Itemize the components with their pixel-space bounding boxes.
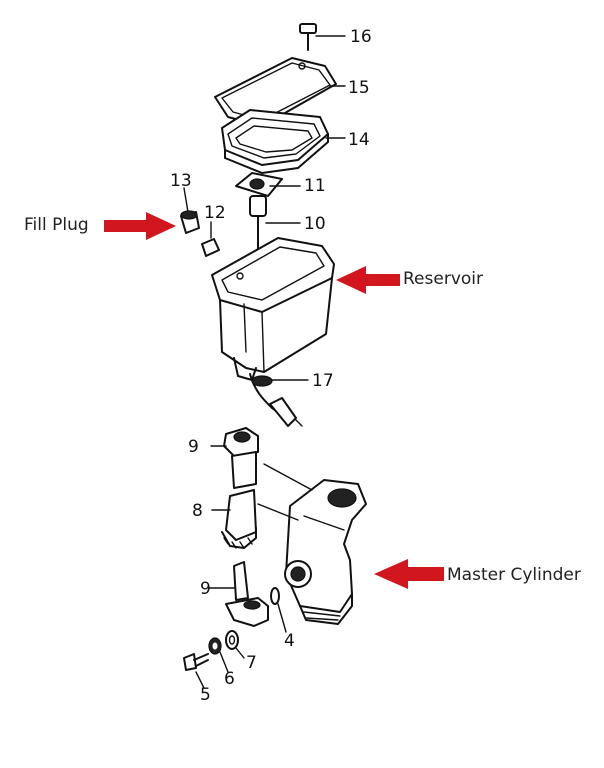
red-left-arrow-icon (336, 266, 400, 294)
part-number-10: 10 (304, 214, 326, 234)
part-14-diaphragm (221, 109, 346, 174)
part-13-fill-plug (180, 187, 200, 234)
part-5-bolt (183, 653, 209, 689)
part-number-12: 12 (204, 203, 226, 223)
master-cylinder-label: Master Cylinder (447, 565, 581, 585)
part-4-o-ring (270, 587, 287, 633)
part-9-upper-boot (210, 427, 259, 457)
reservoir-label: Reservoir (403, 269, 483, 289)
part-15-reservoir-cap (214, 57, 346, 127)
part-number-15: 15 (348, 78, 370, 98)
part-9-lower-pushrod (209, 561, 269, 627)
part-number-9-lower: 9 (200, 579, 211, 599)
part-number-4: 4 (284, 631, 295, 651)
fill-plug-label: Fill Plug (24, 215, 89, 235)
part-7-spacer (225, 630, 245, 659)
part-number-16: 16 (350, 27, 372, 47)
part-number-5: 5 (200, 685, 211, 705)
part-number-13: 13 (170, 171, 192, 191)
part-6-washer (208, 637, 229, 673)
part-number-6: 6 (224, 669, 235, 689)
part-12-seal (201, 221, 220, 257)
part-number-8: 8 (192, 501, 203, 521)
part-11-float-plate (235, 172, 301, 197)
part-8-piston (211, 451, 257, 549)
part-16-screw (299, 23, 346, 51)
reservoir-body (211, 237, 335, 381)
red-left-arrow-icon (374, 559, 444, 589)
part-17-hose-clamp (249, 373, 309, 427)
part-number-11: 11 (304, 176, 326, 196)
part-number-7: 7 (246, 653, 257, 673)
part-number-17: 17 (312, 371, 334, 391)
red-right-arrow-icon (104, 212, 176, 240)
master-cylinder-body (257, 463, 367, 625)
part-number-9-upper: 9 (188, 437, 199, 457)
part-number-14: 14 (348, 130, 370, 150)
